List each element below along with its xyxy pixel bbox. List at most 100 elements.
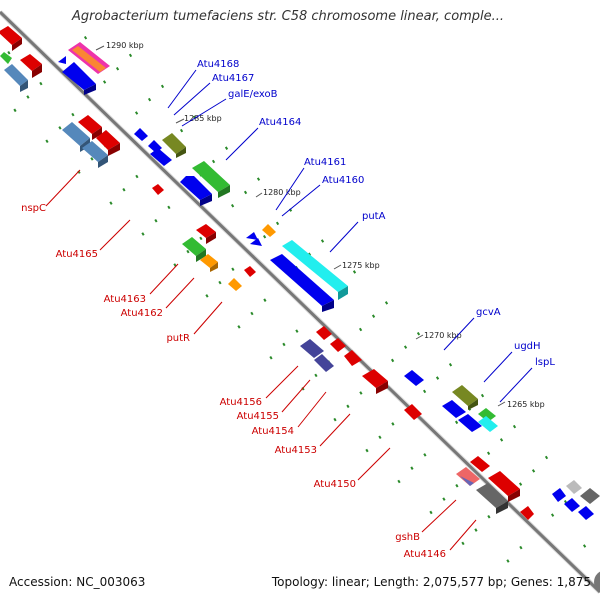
- track-tick: [115, 66, 120, 71]
- svg-text:1280 kbp: 1280 kbp: [263, 188, 301, 197]
- gene-label[interactable]: gshB: [395, 532, 420, 543]
- gene-label[interactable]: putR: [166, 333, 190, 344]
- gene-block-blue[interactable]: [134, 128, 148, 141]
- gene-block-blue[interactable]: [552, 488, 566, 502]
- track-tick: [314, 373, 318, 378]
- gene-block-red[interactable]: [488, 471, 520, 502]
- gene-label[interactable]: ugdH: [514, 341, 541, 352]
- gene-block-gray[interactable]: [476, 483, 508, 514]
- track-tick: [435, 376, 440, 380]
- gene-block-red[interactable]: [152, 184, 164, 195]
- gene-label[interactable]: gcvA: [476, 307, 501, 318]
- gene-block-olive[interactable]: [452, 385, 478, 410]
- gene-block-green[interactable]: [192, 161, 230, 198]
- track-tick: [474, 528, 478, 532]
- genome-summary-text: Topology: linear; Length: 2,075,577 bp; …: [271, 575, 591, 589]
- gene-block-blue[interactable]: [270, 254, 334, 312]
- gene-block-blue[interactable]: [180, 176, 212, 206]
- gene-block-green[interactable]: [478, 408, 496, 422]
- scale-mark: 1270 kbp: [415, 331, 462, 340]
- gene-block-red[interactable]: [196, 224, 216, 244]
- gene-block-blue[interactable]: [246, 232, 258, 240]
- gene-label[interactable]: Atu4163: [104, 294, 146, 305]
- gene-label[interactable]: Atu4150: [314, 479, 356, 490]
- gene-block-blue[interactable]: [458, 414, 482, 432]
- gene-label[interactable]: Atu4156: [220, 397, 262, 408]
- gene-label[interactable]: lspL: [535, 357, 555, 368]
- gene-block-blue[interactable]: [150, 148, 172, 166]
- gene-block-olive[interactable]: [162, 133, 186, 158]
- gene-block-red[interactable]: [330, 338, 346, 352]
- gene-label[interactable]: Atu4154: [252, 426, 294, 437]
- track-tick: [442, 497, 446, 501]
- gene-block-steelblue[interactable]: [4, 64, 28, 92]
- gene-block-steelblue[interactable]: [82, 141, 108, 168]
- track-tick: [7, 50, 11, 55]
- track-tick: [397, 479, 401, 484]
- track-tick: [487, 514, 491, 519]
- track-tick: [13, 108, 17, 113]
- gene-block-red[interactable]: [404, 404, 422, 420]
- gene-block-lightgray[interactable]: [566, 480, 582, 494]
- gene-block-red[interactable]: [520, 506, 534, 520]
- gene-block-green[interactable]: [182, 237, 206, 262]
- track-tick: [83, 36, 88, 40]
- track-tick: [167, 205, 171, 210]
- gene-block-orange[interactable]: [262, 224, 276, 237]
- track-tick: [359, 391, 363, 395]
- gene-block-red[interactable]: [20, 54, 42, 78]
- gene-label[interactable]: nspC: [21, 203, 46, 214]
- gene-label[interactable]: Atu4162: [121, 308, 163, 319]
- gene-block-red[interactable]: [96, 130, 120, 156]
- track-tick: [486, 451, 491, 456]
- gene-block-blue[interactable]: [250, 238, 262, 246]
- svg-text:1275 kbp: 1275 kbp: [342, 261, 380, 270]
- gene-label[interactable]: Atu4164: [259, 117, 301, 128]
- gene-block-red[interactable]: [0, 26, 22, 51]
- gene-block-steelblue[interactable]: [62, 122, 90, 152]
- track-tick: [134, 111, 139, 115]
- gene-block-orange[interactable]: [228, 278, 242, 291]
- track-tick: [102, 80, 107, 84]
- track-tick: [211, 159, 216, 164]
- gene-block-blue[interactable]: [578, 506, 594, 520]
- gene-block-red[interactable]: [316, 326, 332, 340]
- gene-label[interactable]: Atu4155: [237, 411, 279, 422]
- track-tick: [39, 81, 43, 86]
- track-tick: [295, 329, 299, 333]
- track-tick: [410, 466, 414, 470]
- gene-block-blue[interactable]: [564, 498, 580, 512]
- gene-block-cyan[interactable]: [282, 240, 348, 300]
- gene-label[interactable]: Atu4146: [404, 549, 446, 560]
- gene-block-red[interactable]: [470, 456, 490, 472]
- gene-block-red[interactable]: [362, 369, 388, 394]
- gene-block-orange[interactable]: [200, 254, 218, 272]
- gene-block-red[interactable]: [344, 350, 362, 366]
- gene-block-blue[interactable]: [442, 400, 466, 418]
- track-tick: [147, 97, 152, 102]
- gene-block-blue[interactable]: [62, 62, 96, 95]
- gene-block-red[interactable]: [78, 115, 102, 140]
- scale-marks: 1290 kbp 1285 kbp 1280 kbp 1275 kbp 1270…: [95, 41, 545, 409]
- gene-label[interactable]: Atu4153: [275, 445, 317, 456]
- track-tick: [71, 112, 75, 117]
- gene-block-salmon[interactable]: [456, 467, 480, 486]
- gene-block-cyan[interactable]: [478, 416, 498, 432]
- gene-block-magenta[interactable]: [68, 42, 110, 74]
- gene-label[interactable]: Atu4160: [322, 175, 364, 186]
- track-tick: [550, 513, 555, 517]
- gene-block-red[interactable]: [244, 266, 256, 277]
- zoom-handle[interactable]: [594, 570, 600, 594]
- gene-label[interactable]: Atu4167: [212, 73, 254, 84]
- gene-label[interactable]: Atu4165: [56, 249, 98, 260]
- gene-block-blue[interactable]: [58, 56, 66, 64]
- gene-block-purple[interactable]: [300, 339, 334, 372]
- gene-label[interactable]: Atu4168: [197, 59, 239, 70]
- gene-block-gray[interactable]: [580, 488, 600, 504]
- gene-label[interactable]: galE/exoB: [228, 89, 278, 100]
- reverse-callouts: [45, 169, 477, 551]
- gene-label[interactable]: putA: [362, 211, 386, 222]
- gene-block-blue[interactable]: [404, 370, 424, 386]
- gene-label[interactable]: Atu4161: [304, 157, 346, 168]
